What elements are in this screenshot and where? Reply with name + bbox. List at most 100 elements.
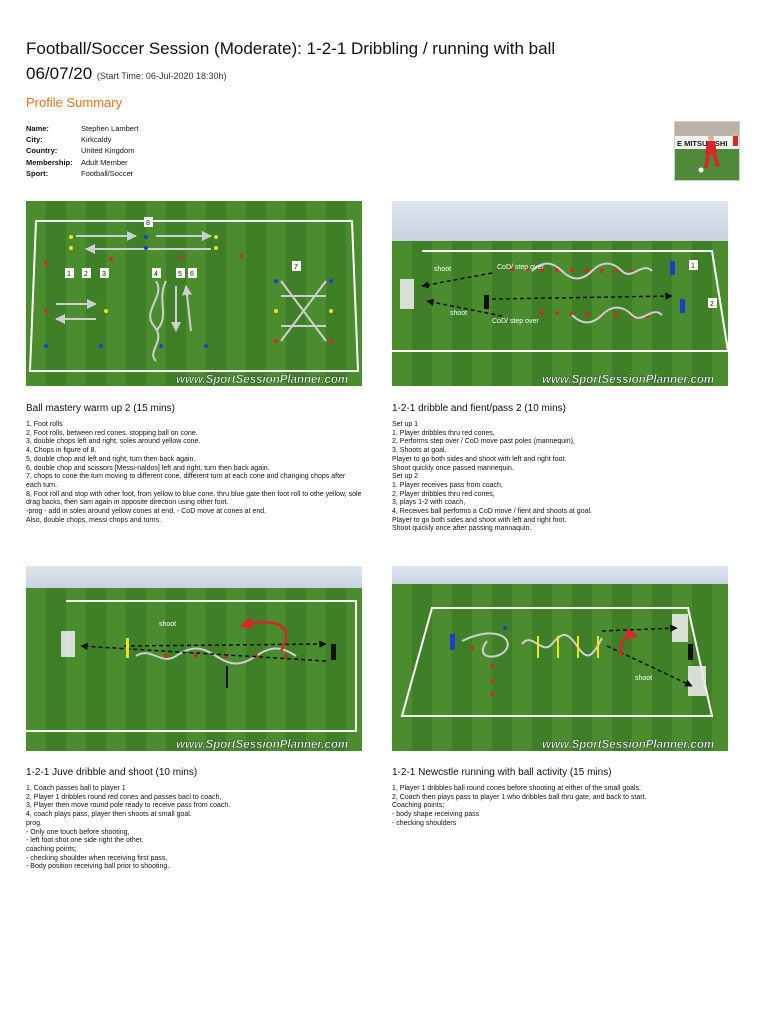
avatar-board-text: E MITSUBISHI (677, 139, 727, 148)
diagram-label: 5 (178, 271, 182, 278)
diagram-label: CoD/ step over (497, 264, 544, 271)
drill-number-labels: 1 2 3 4 5 6 7 8 (65, 217, 301, 278)
description-line: 3, Shoots at goal. (392, 447, 447, 455)
description-line: 1, Coach passes ball to player 1 (26, 785, 126, 792)
session-title-text: Football/Soccer Session (Moderate): 1-2-… (26, 39, 556, 83)
diagram-label: shoot (434, 266, 451, 273)
description-line: 2, Coach then plays pass to player 1 who… (392, 793, 647, 801)
session-start-time: (Start Time: 06-Jul-2020 18:30h) (96, 71, 227, 81)
description-line: 1. Player dribbles thru red cones, (392, 429, 495, 437)
profile-row-country: Country: United Kingdom (26, 145, 139, 156)
drill-diagram: shoot CoD/ step over shoot CoD/ step ove… (392, 201, 728, 386)
description-line: 5, double chop and left and right, turn … (26, 455, 196, 463)
drill-description: Set up 1 1. Player dribbles thru red con… (392, 421, 728, 534)
drill-panel-dribble-fient: shoot CoD/ step over shoot CoD/ step ove… (392, 201, 728, 534)
profile-key: Sport: (26, 168, 49, 178)
diagram-label: 2 (710, 301, 714, 308)
description-line: 1, Player 1 dribbles ball round cones be… (392, 785, 642, 792)
diagram-label: 4 (154, 271, 158, 278)
pitch-outline (28, 220, 360, 372)
profile-key: City: (26, 135, 43, 145)
description-line: Shoot quickly once passed mannequin. (392, 464, 514, 472)
description-line: 2, Foot rolls, between red cones. stoppi… (26, 429, 198, 437)
description-line: 3, double chops left and right, soles ar… (26, 438, 201, 446)
description-line: Also, double chops, messi chops and turn… (26, 516, 162, 524)
description-line: 4, coach plays pass, player then shoots … (26, 811, 192, 819)
profile-key: Country: (26, 146, 58, 156)
profile-value: Adult Member (81, 157, 128, 167)
description-line: - checking shoulders (392, 819, 457, 827)
description-line: 4, Chops in figure of 8. (26, 447, 97, 455)
description-line: - left foot shot one side right the othe… (26, 837, 144, 845)
description-line: 8, Foot roll and stop with other foot, f… (26, 490, 364, 507)
pitch-outline (392, 250, 728, 352)
drill-title: 1-2-1 Newcstle running with ball activit… (392, 767, 612, 778)
drill-diagram: shoot www.SportSessionPlanner.com (392, 566, 728, 751)
profile-row-membership: Membership: Adult Member (26, 157, 139, 168)
drill-panel-newcastle-running: shoot www.SportSessionPlanner.com 1-2-1 … (392, 566, 728, 829)
description-line: 2, Player dribbles thru red cones, (392, 490, 495, 498)
description-line: - checking shoulder when receiving first… (26, 854, 168, 862)
diagram-label: 2 (84, 271, 88, 278)
description-line: 6, double chop and scissors [Messi-naldo… (26, 464, 270, 472)
description-line: -prog - add in soles around yellow cones… (26, 508, 267, 516)
profile-photo: E MITSUBISHI (674, 121, 740, 181)
profile-row-name: Name: Stephen Lambert (26, 123, 139, 134)
description-line: prog. (26, 819, 42, 827)
diagram-label: 1 (67, 271, 71, 278)
diagram-label: 3 (102, 271, 106, 278)
cones (470, 646, 494, 696)
drill-title: Ball mastery warm up 2 (15 mins) (26, 403, 175, 414)
goal (688, 666, 706, 696)
profile-value: Kirkcaldy (81, 135, 112, 145)
session-title: Football/Soccer Session (Moderate): 1-2-… (26, 36, 566, 89)
profile-key: Name: (26, 124, 49, 133)
drill-diagram: shoot www.SportSessionPlanner.com (26, 566, 362, 751)
description-line: Set up 1 (392, 421, 419, 428)
watermark: www.SportSessionPlanner.com (176, 739, 348, 751)
description-line: Shoot quickly once after passing mannaqu… (392, 525, 532, 533)
watermark: www.SportSessionPlanner.com (542, 374, 714, 386)
description-line: Player to go both sides and shoot with l… (392, 455, 567, 463)
diagram-label: shoot (450, 310, 467, 317)
pitch-outline (400, 607, 714, 717)
diagram-label: 8 (146, 220, 150, 227)
goal (61, 631, 75, 657)
diagram-label: shoot (635, 675, 652, 682)
description-line: 4, Receives ball performs a CoD move / f… (392, 508, 592, 516)
goal (400, 279, 414, 309)
watermark: www.SportSessionPlanner.com (176, 374, 348, 386)
profile-key: Membership: (26, 157, 73, 167)
diagram-label: 1 (691, 263, 695, 270)
drill-diagram: 1 2 3 4 5 6 7 8 www.SportSessionPlanner.… (26, 201, 362, 386)
description-line: 3, Player then move round pole ready to … (26, 802, 231, 810)
description-line: 1. Player receives pass from coach, (392, 481, 503, 489)
profile-summary: Name: Stephen Lambert City: Kirkcaldy Co… (26, 123, 139, 179)
diagram-label: CoD/ step over (492, 318, 539, 325)
diagram-label: 7 (294, 264, 298, 271)
profile-row-sport: Sport: Football/Soccer (26, 168, 139, 179)
description-line: Set up 2 (392, 473, 419, 481)
description-line: Player to go both sides and shoot with l… (392, 516, 567, 524)
profile-value: Stephen Lambert (81, 124, 139, 133)
diagram-label: shoot (159, 621, 176, 628)
drill-description: 1, Foot rolls 2, Foot rolls, between red… (26, 421, 362, 525)
pitch-outline (26, 600, 357, 732)
watermark: www.SportSessionPlanner.com (542, 739, 714, 751)
drill-title: 1-2-1 Juve dribble and shoot (10 mins) (26, 767, 198, 778)
description-line: coaching points; (26, 845, 77, 853)
description-line: - Only one touch before shooting, (26, 828, 130, 836)
description-line: - body shape receiving pass (392, 811, 480, 819)
description-line: - Body position receiving ball prior to … (26, 863, 170, 871)
diagram-label: 6 (190, 271, 194, 278)
description-line: Coaching points; (392, 802, 445, 810)
drill-description: 1, Coach passes ball to player 1 2, Play… (26, 785, 362, 872)
goal (672, 614, 688, 642)
drill-panel-ball-mastery: 1 2 3 4 5 6 7 8 www.SportSessionPlanner.… (26, 201, 362, 525)
description-line: 1, Foot rolls (26, 421, 63, 428)
description-line: 3, plays 1-2 with coach, (392, 499, 466, 507)
profile-value: Football/Soccer (81, 168, 134, 178)
drill-title: 1-2-1 dribble and fient/pass 2 (10 mins) (392, 403, 566, 414)
description-line: 2, Performs step over / CoD move past po… (392, 438, 575, 446)
profile-summary-heading: Profile Summary (26, 95, 123, 110)
